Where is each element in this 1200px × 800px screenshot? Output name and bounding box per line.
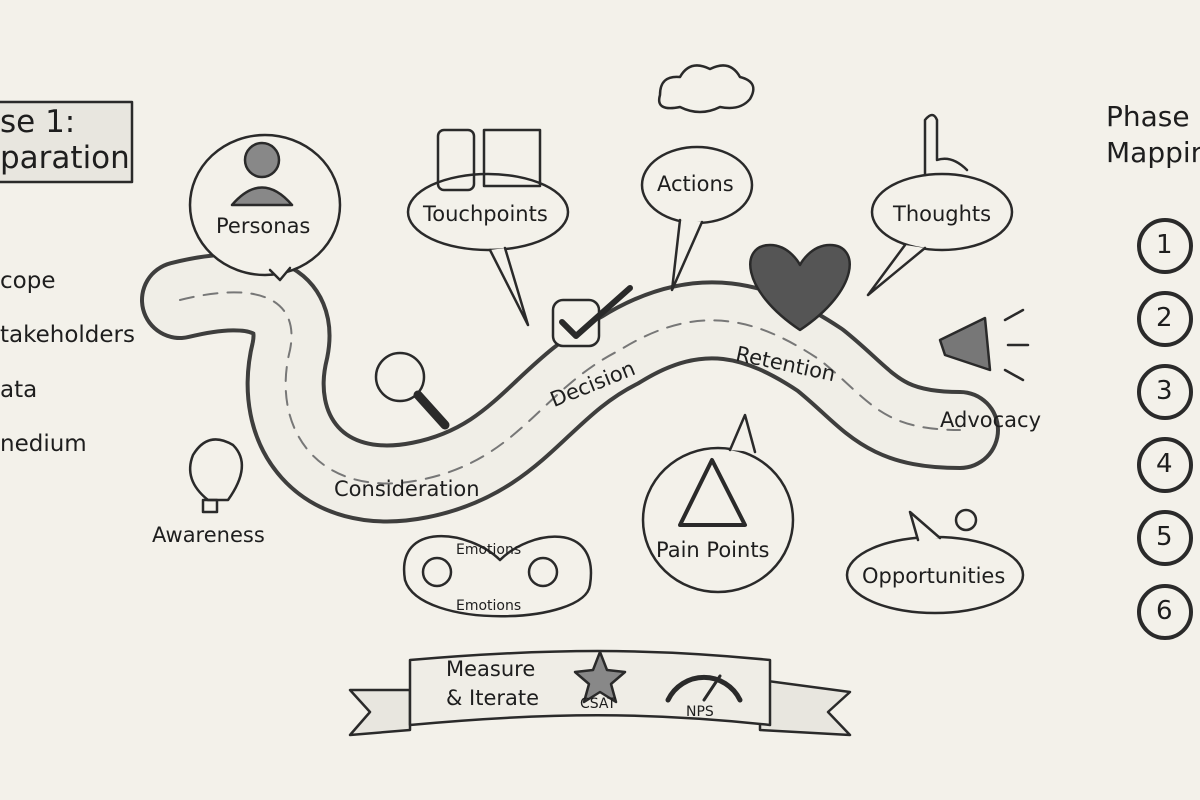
emotions-top-label: Emotions bbox=[456, 542, 522, 558]
advocacy-label: Advocacy bbox=[940, 408, 1041, 432]
pointing-hand-icon bbox=[923, 113, 969, 177]
lightbulb-icon bbox=[188, 438, 244, 502]
pain-points-bubble bbox=[641, 446, 795, 594]
measure-label-line2: & Iterate bbox=[446, 686, 540, 710]
magnifier-icon bbox=[374, 351, 426, 403]
step-6: 6 bbox=[1156, 596, 1173, 626]
checkbox-icon bbox=[551, 298, 601, 348]
thoughts-bubble bbox=[870, 172, 1014, 252]
gauge-icon bbox=[665, 675, 743, 703]
touchpoints-bubble bbox=[406, 172, 570, 252]
opportunities-label: Opportunities bbox=[862, 564, 1006, 588]
megaphone-icon bbox=[938, 316, 992, 372]
phase1-title-box bbox=[0, 100, 134, 184]
browser-icon bbox=[482, 128, 542, 188]
thoughts-label: Thoughts bbox=[893, 202, 992, 226]
prep-item-stakeholders: takeholders bbox=[0, 322, 135, 348]
small-lightbulb-icon bbox=[954, 508, 978, 532]
phone-icon bbox=[436, 128, 476, 192]
step-5: 5 bbox=[1156, 522, 1173, 552]
step-1: 1 bbox=[1156, 230, 1173, 260]
sad-face-icon bbox=[527, 556, 559, 588]
phase2-title-line2: Mappin bbox=[1106, 136, 1200, 169]
step-2: 2 bbox=[1156, 303, 1173, 333]
emotions-bubble bbox=[402, 535, 593, 618]
csat-label: CSAT bbox=[580, 696, 616, 712]
step-3: 3 bbox=[1156, 376, 1173, 406]
phase1-title-line1: se 1: bbox=[0, 104, 76, 140]
person-icon bbox=[243, 141, 281, 179]
nps-label: NPS bbox=[686, 704, 714, 720]
prep-item-data: ata bbox=[0, 377, 38, 403]
prep-item-medium: nedium bbox=[0, 431, 87, 457]
consideration-label: Consideration bbox=[334, 477, 480, 501]
pain-points-label: Pain Points bbox=[656, 538, 770, 562]
personas-label: Personas bbox=[216, 214, 311, 238]
thought-cloud-icon bbox=[657, 64, 755, 114]
happy-face-icon bbox=[421, 556, 453, 588]
phase1-title-line2: paration bbox=[0, 140, 130, 176]
phase2-title-line1: Phase bbox=[1106, 100, 1190, 133]
star-icon bbox=[573, 650, 627, 704]
actions-label: Actions bbox=[657, 172, 734, 196]
awareness-label: Awareness bbox=[152, 523, 265, 547]
touchpoints-label: Touchpoints bbox=[423, 202, 548, 226]
measure-label-line1: Measure bbox=[446, 657, 536, 681]
journey-road bbox=[140, 252, 1000, 524]
warning-icon bbox=[678, 458, 747, 527]
prep-item-scope: cope bbox=[0, 268, 56, 294]
phase-steps bbox=[1137, 218, 1193, 640]
heart-icon bbox=[749, 243, 851, 332]
step-4: 4 bbox=[1156, 449, 1173, 479]
emotions-bottom-label: Emotions bbox=[456, 598, 522, 614]
